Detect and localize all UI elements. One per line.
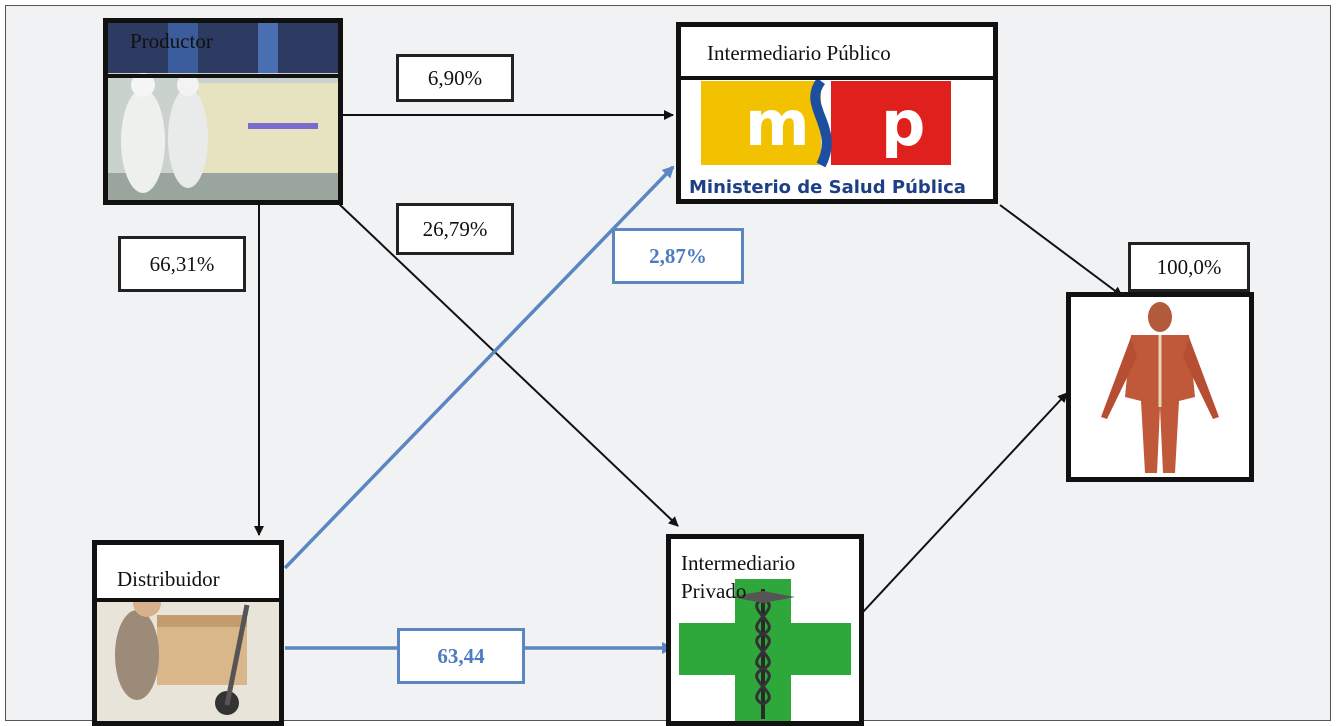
flow-productor-privado: 26,79% — [396, 203, 514, 255]
intermediario-publico-label: Intermediario Público — [681, 27, 993, 80]
flow-distribuidor-publico: 2,87% — [612, 228, 744, 284]
arrow-privado-consumidor — [862, 392, 1068, 613]
flow-to-consumidor: 100,0% — [1128, 242, 1250, 292]
lab-workers-photo — [108, 23, 338, 200]
msp-caption: Ministerio de Salud Pública — [689, 177, 966, 198]
msp-letters: m — [745, 87, 810, 160]
pharmacy-cross-icon — [671, 539, 859, 721]
node-intermediario-publico: m p Ministerio de Salud Pública Intermed… — [676, 22, 998, 204]
arrow-productor-privado — [337, 202, 679, 527]
node-intermediario-privado: Intermediario Privado — [666, 534, 864, 726]
node-distribuidor: Distribuidor — [92, 540, 284, 726]
flow-productor-publico: 6,90% — [396, 54, 514, 102]
human-anatomy-image — [1071, 297, 1249, 477]
flow-productor-distribuidor: 66,31% — [118, 236, 246, 292]
flow-distribuidor-privado: 63,44 — [397, 628, 525, 684]
arrow-distribuidor-publico — [283, 165, 675, 570]
intermediario-privado-label: Intermediario Privado — [681, 551, 796, 603]
productor-label: Productor — [108, 23, 338, 78]
node-consumidor-anatomy — [1066, 292, 1254, 482]
arrow-publico-consumidor — [999, 204, 1123, 297]
node-productor: Productor — [103, 18, 343, 205]
distribuidor-label: Distribuidor — [97, 545, 279, 602]
svg-text:p: p — [881, 87, 925, 160]
